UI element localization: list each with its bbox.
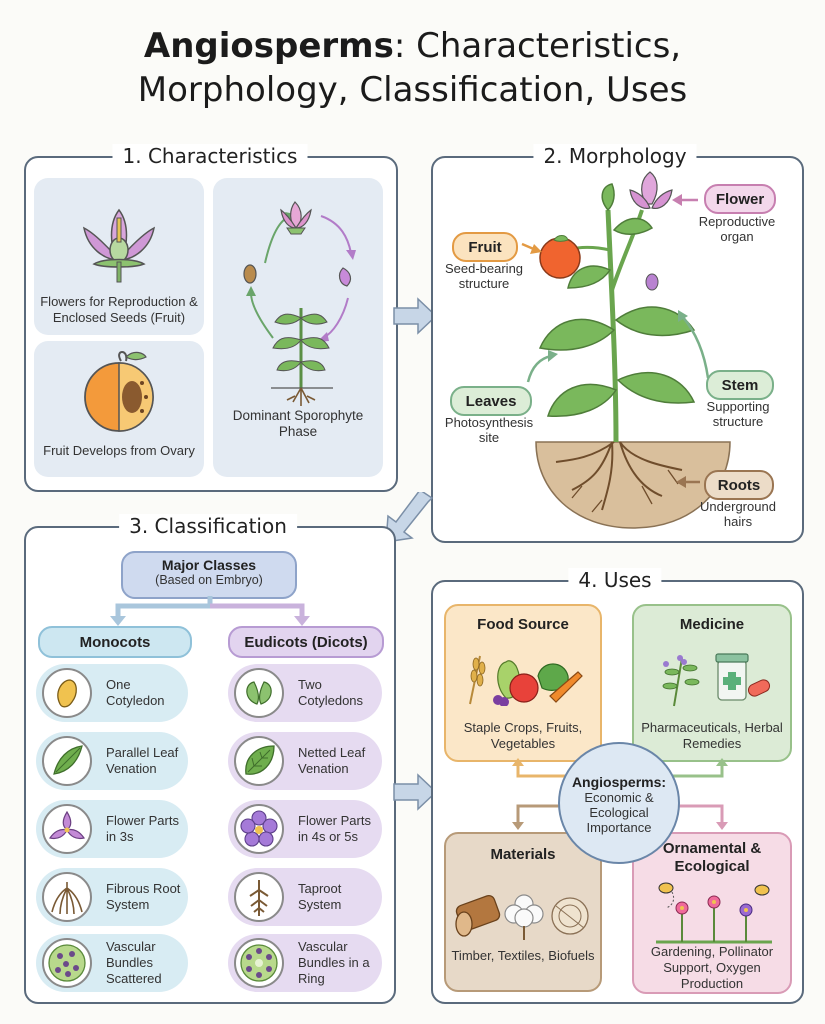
uses-heading: 4. Uses [568,568,662,592]
food-icon [469,655,583,706]
ornamental-desc: Gardening, Pollinator Support, Oxygen Pr… [650,944,774,991]
materials-title: Materials [490,846,556,863]
food-title: Food Source [477,616,569,633]
materials-icon [455,894,589,940]
major-classes-title: Major Classes [161,557,257,573]
flower-label: Flower [704,184,776,214]
eudicot-item-4: Taproot System [298,881,342,912]
classification-heading: 3. Classification [119,514,297,538]
eudicot-item-5: Vascular Bundles in a Ring [298,939,370,986]
characteristics-heading: 1. Characteristics [112,144,308,168]
monocots-header: Monocots [38,626,192,658]
title-rest: : Characteristics, [393,26,682,66]
materials-desc: Timber, Textiles, Biofuels [451,948,595,963]
eudicot-item-3: Flower Parts in 4s or 5s [298,813,371,844]
monocot-row: Fibrous Root System [36,868,188,926]
monocot-item-4: Fibrous Root System [106,881,181,912]
roots-desc: Underground hairs [700,499,776,529]
center-importance-circle: Angiosperms: Economic & Ecological Impor… [558,742,680,864]
life-cycle-diagram [243,201,356,406]
sporophyte-card: Dominant Sporophyte Phase [213,178,383,477]
taproot-icon [249,880,269,916]
flowers-card: Flowers for Reproduction & Enclosed Seed… [34,178,204,335]
eudicot-row: Netted Leaf Venation [228,732,382,790]
flower-cross-section-icon [82,208,156,283]
monocot-item-2: Parallel Leaf Venation [106,745,179,776]
parallel-leaf-icon [53,745,83,775]
morphology-heading: 2. Morphology [533,144,697,168]
eudicot-row: Flower Parts in 4s or 5s [228,800,382,858]
fibrous-root-icon [51,882,83,915]
three-petal-flower-icon [49,810,85,840]
roots-label: Roots [704,470,774,500]
center-desc: Economic & Ecological Importance [584,790,654,835]
page-title: Angiosperms: Characteristics, Morphology… [0,24,825,112]
monocot-row: Vascular Bundles Scattered [36,934,188,992]
monocot-item-3: Flower Parts in 3s [106,813,179,844]
title-line2: Morphology, Classification, Uses [137,70,688,110]
arrow-right-icon [393,773,438,811]
fruit-label: Fruit [452,232,518,262]
uses-connectors [512,758,728,830]
major-classes-sub: (Based on Embryo) [155,573,263,587]
eudicot-item-1: Two Cotyledons [298,677,364,708]
arrow-right-icon [393,297,438,335]
eudicot-row: Vascular Bundles in a Ring [228,934,382,992]
fruit-cross-section-icon [84,351,154,432]
monocot-item-1: One Cotyledon [106,677,165,708]
medicine-desc: Pharmaceuticals, Herbal Remedies [641,720,783,751]
leaves-label: Leaves [450,386,532,416]
major-classes-box: Major Classes (Based on Embryo) [121,551,297,599]
medicine-title: Medicine [679,616,745,633]
monocot-row: Flower Parts in 3s [36,800,188,858]
eudicot-row: Two Cotyledons [228,664,382,722]
flowers-caption: Flowers for Reproduction & Enclosed Seed… [40,294,198,325]
monocot-row: One Cotyledon [36,664,188,722]
scattered-bundles-icon [48,944,86,982]
stem-desc: Supporting structure [706,399,770,429]
monocot-item-5: Vascular Bundles Scattered [106,939,162,986]
sporophyte-caption: Dominant Sporophyte Phase [232,408,364,439]
fruit-desc: Seed-bearing structure [444,261,524,291]
flower-desc: Reproductive organ [698,214,776,244]
monocot-row: Parallel Leaf Venation [36,732,188,790]
food-source-card: Food Source Staple Crops, Fruits, Vegeta… [444,604,602,762]
medicine-card: Medicine Pharmaceuticals, Herbal Remedie… [632,604,792,762]
eudicot-row: Taproot System [228,868,382,926]
ring-bundles-icon [240,944,278,982]
single-seed-icon [57,679,77,708]
materials-card: Materials Timber, Textiles, Biofuels [444,832,602,992]
title-bold: Angiosperms [143,26,394,66]
medicine-icon [662,653,771,707]
eudicots-header: Eudicots (Dicots) [228,626,384,658]
ornamental-title: Ornamental & Ecological [662,840,762,875]
netted-leaf-icon [245,745,275,775]
leaves-desc: Photosynthesis site [444,415,534,445]
ornamental-card: Ornamental & Ecological Gardening, Polli… [632,832,792,994]
fruit-card: Fruit Develops from Ovary [34,341,204,477]
garden-pollinator-icon [656,882,772,944]
five-petal-flower-icon [240,810,278,847]
fruit-caption: Fruit Develops from Ovary [43,443,195,458]
split-arrows [110,596,310,626]
stem-label: Stem [706,370,774,400]
eudicot-item-2: Netted Leaf Venation [298,745,366,776]
center-title: Angiosperms: [571,774,667,790]
food-desc: Staple Crops, Fruits, Vegetables [463,720,583,751]
two-cotyledons-icon [246,681,272,705]
